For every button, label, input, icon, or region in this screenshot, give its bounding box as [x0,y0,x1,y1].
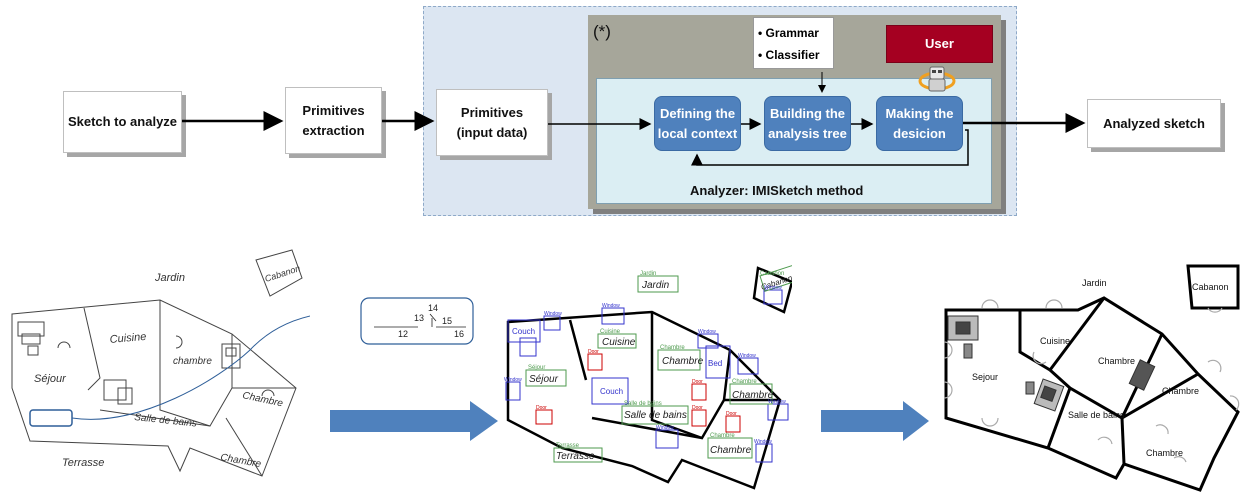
analysis-window-tag-5: Window [504,377,522,383]
analysis-window-tag-7: Window [656,425,674,431]
sketch-zoom-curve [71,315,310,420]
method-label: Analyzer: IMISketch method [690,183,864,198]
analysis-tag-terrasse: Terrasse [556,443,580,449]
step-defining-context: Defining the local context [654,96,741,151]
analysis-room-terrasse: Terrasse [556,451,595,462]
zoom-box: 14 13 15 12 16 [360,297,474,345]
result-label-chambre2: Chambre [1162,386,1199,396]
star-label: (*) [593,22,611,41]
result-label-cabanon: Cabanon [1192,282,1229,292]
zoom-num-13: 13 [414,313,424,323]
analysis-window-tag-4: Window [738,353,756,359]
analysis-window-tag-6: Window [768,399,786,405]
analysis-door-tag-4: Door [692,405,703,411]
analysis-tag-cabanon: Cabanon [760,271,784,277]
result-plan-panel: Jardin Cabanon Cuisine Chambre Sejour Ch… [943,264,1240,492]
analysis-object-couch1: Couch [512,327,535,336]
knowledge-box: • Grammar • Classifier [753,17,834,69]
primitives-extraction-line2: extraction [302,122,365,138]
analysis-door-tag-1: Door [588,349,599,355]
step3-line1: Making the [885,106,954,121]
analysis-tag-salle: Salle de bains [624,401,662,407]
step3-line2: desicion [893,125,946,141]
result-label-jardin: Jardin [1082,278,1107,288]
analysis-door-tag-2: Door [536,405,547,411]
sketch-label-chambre1: chambre [173,356,212,367]
analysis-room-jardin: Jardin [641,280,670,291]
sketch-label-salle: Salle de bains [134,412,198,430]
analysis-tag-chambre2: Chambre [732,379,757,385]
result-label-chambre1: Chambre [1098,356,1135,366]
user-avatar-icon [918,66,956,92]
classifier-item: • Classifier [758,48,820,62]
analysis-door-tag-3: Door [692,379,703,385]
result-label-cuisine: Cuisine [1040,336,1070,346]
analysis-window-tag-2: Window [602,303,620,309]
zoom-num-15: 15 [442,316,452,326]
result-label-salle: Salle de bains [1068,410,1125,420]
analysis-tag-chambre1: Chambre [660,345,685,351]
sketch-label-cabanon: Cabanon [264,263,302,284]
sketch-label-terrasse: Terrasse [62,457,104,469]
primitives-input-box: Primitives (input data) [436,89,548,156]
result-label-chambre3: Chambre [1146,448,1183,458]
analysis-door-tag-5: Door [726,411,737,417]
analyzed-sketch-box: Analyzed sketch [1087,99,1221,148]
analysis-room-chambre3: Chambre [710,445,752,456]
primitives-input-line2: (input data) [456,124,528,140]
primitives-extraction-box: Primitives extraction [285,87,382,154]
step-building-tree: Building the analysis tree [764,96,851,151]
analysis-room-cuisine: Cuisine [602,337,636,348]
user-box: User [886,25,993,63]
primitives-extraction-line1: Primitives [302,103,365,118]
analyzed-sketch-label: Analyzed sketch [1103,115,1205,131]
user-label: User [925,36,954,52]
analysis-room-chambre1: Chambre [662,356,704,367]
analysis-tag-jardin: Jardin [640,271,656,277]
sketch-to-analyze-label: Sketch to analyze [67,114,178,130]
hand-sketch-panel: Jardin Cabanon Cuisine Séjour chambre Ch… [11,249,310,477]
analysis-tag-chambre3: Chambre [710,433,735,439]
sketch-label-sejour: Séjour [34,373,67,385]
sketch-to-analyze-box: Sketch to analyze [63,91,182,153]
analysis-object-bed: Bed [708,359,722,368]
analysis-room-sejour: Séjour [529,374,559,385]
grammar-item: • Grammar [758,26,819,40]
analysis-tag-cuisine: Cuisine [600,329,621,335]
analysis-panel: Jardin Cabanon Cuisine Séjour Chambre Ch… [504,263,792,490]
sketch-selection-rect [29,409,73,427]
sketch-label-cuisine: Cuisine [109,331,147,346]
sketch-label-jardin: Jardin [154,272,185,284]
primitives-input-line1: Primitives [460,105,524,120]
big-arrow-2 [821,401,929,441]
analysis-object-couch2: Couch [600,387,623,396]
step1-line1: Defining the [659,106,736,121]
step2-line1: Building the [769,106,846,121]
zoom-num-16: 16 [454,329,464,339]
zoom-num-14: 14 [428,303,438,313]
analysis-window-tag-1: Window [544,311,562,317]
analysis-room-salle: Salle de bains [624,410,687,421]
result-label-sejour: Sejour [972,372,998,382]
step-making-decision: Making the desicion [876,96,963,151]
analysis-window-tag-9: Window [764,285,782,291]
step2-line2: analysis tree [768,125,847,141]
zoom-num-12: 12 [398,329,408,339]
analysis-window-tag-3: Window [698,329,716,335]
step1-line2: local context [657,125,738,141]
analysis-tag-sejour: Séjour [528,365,545,371]
analysis-window-tag-8: Window [754,439,772,445]
analysis-room-chambre2: Chambre [732,390,774,401]
big-arrow-1 [330,401,498,441]
